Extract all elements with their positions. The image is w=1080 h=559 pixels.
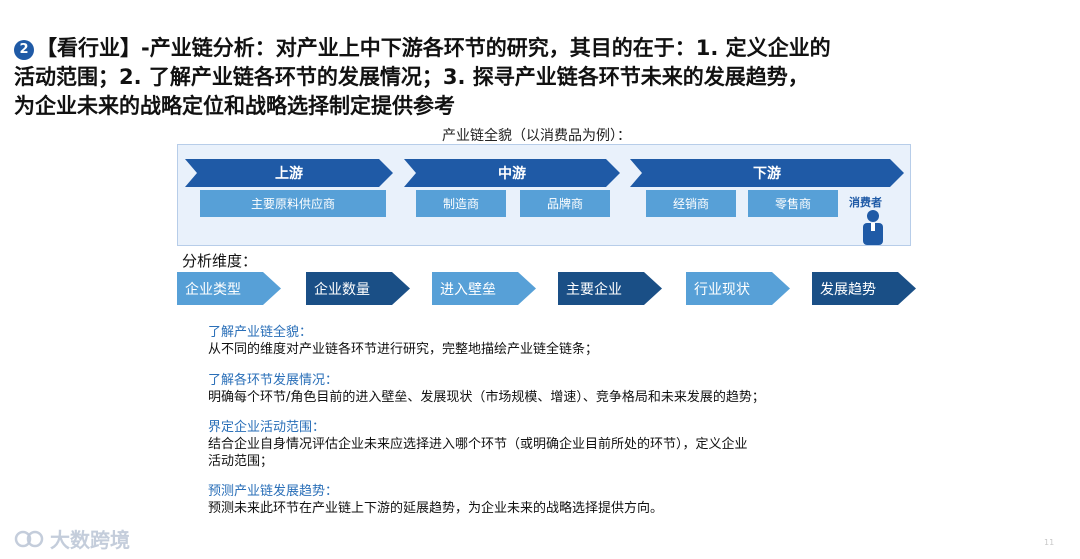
title-line-1: 2【看行业】-产业链分析：对产业上中下游各环节的研究，其目的在于：1. 定义企业… (14, 34, 1064, 63)
downstream-item-distributor: 经销商 (646, 190, 736, 217)
industry-chain-panorama: 上游 中游 下游 主要原料供应商 制造商 品牌商 经销商 零售商 消费者 (177, 144, 911, 246)
stage-downstream-arrow: 下游 (630, 159, 904, 187)
dimension-industry-status: 行业现状 (686, 272, 790, 305)
title-line-2: 活动范围；2. 了解产业链各环节的发展情况；3. 探寻产业链各环节未来的发展趋势… (14, 65, 809, 89)
description-body: 从不同的维度对产业链各环节进行研究，完整地描绘产业链全链条； (208, 342, 599, 357)
description-heading: 界定企业活动范围： (208, 420, 326, 435)
midstream-item-brand-owner: 品牌商 (520, 190, 610, 217)
title-line-1-text: 【看行业】-产业链分析：对产业上中下游各环节的研究，其目的在于：1. 定义企业的 (36, 36, 831, 60)
description-heading: 了解产业链全貌： (208, 325, 313, 340)
upstream-item-raw-material-supplier: 主要原料供应商 (200, 190, 386, 217)
downstream-item-retailer: 零售商 (748, 190, 838, 217)
description-heading: 了解各环节发展情况： (208, 373, 339, 388)
description-stage-development: 了解各环节发展情况： 明确每个环节/角色目前的进入壁垒、发展现状（市场规模、增速… (208, 372, 908, 406)
midstream-item-manufacturer: 制造商 (416, 190, 506, 217)
watermark-text: 大数跨境 (50, 528, 130, 552)
dimension-heading: 分析维度： (182, 252, 258, 270)
stage-upstream-arrow: 上游 (185, 159, 393, 187)
person-icon (863, 210, 883, 245)
stage-midstream-arrow: 中游 (404, 159, 620, 187)
description-chain-trend: 预测产业链发展趋势： 预测未来此环节在产业链上下游的延展趋势，为企业未来的战略选… (208, 483, 908, 517)
watermark: 大数跨境 (14, 524, 130, 553)
description-chain-panorama: 了解产业链全貌： 从不同的维度对产业链各环节进行研究，完整地描绘产业链全链条； (208, 324, 908, 358)
description-activity-scope: 界定企业活动范围： 结合企业自身情况评估企业未来应选择进入哪个环节（或明确企业目… (208, 419, 908, 470)
description-body-continued: 活动范围； (208, 454, 274, 469)
title-line-3: 为企业未来的战略定位和战略选择制定提供参考 (14, 94, 455, 118)
dimension-company-type: 企业类型 (177, 272, 281, 305)
dimension-entry-barrier: 进入壁垒 (432, 272, 536, 305)
description-body: 明确每个环节/角色目前的进入壁垒、发展现状（市场规模、增速）、竞争格局和未来发展… (208, 390, 765, 405)
description-heading: 预测产业链发展趋势： (208, 484, 339, 499)
description-body: 预测未来此环节在产业链上下游的延展趋势，为企业未来的战略选择提供方向。 (208, 501, 664, 516)
dimension-major-companies: 主要企业 (558, 272, 662, 305)
numbered-bullet-icon: 2 (14, 40, 34, 60)
slide-title: 2【看行业】-产业链分析：对产业上中下游各环节的研究，其目的在于：1. 定义企业… (14, 34, 1064, 121)
page-number: 11 (1044, 538, 1055, 547)
logo-icon (14, 530, 44, 547)
consumer-label: 消费者 (849, 196, 882, 209)
dimension-development-trend: 发展趋势 (812, 272, 916, 305)
dimension-company-count: 企业数量 (306, 272, 410, 305)
panorama-caption: 产业链全貌（以消费品为例）： (442, 128, 631, 144)
description-body: 结合企业自身情况评估企业未来应选择进入哪个环节（或明确企业目前所处的环节），定义… (208, 437, 748, 452)
